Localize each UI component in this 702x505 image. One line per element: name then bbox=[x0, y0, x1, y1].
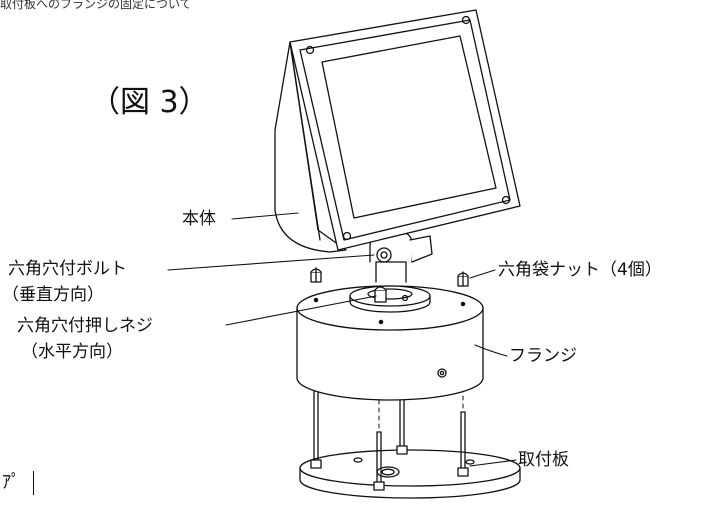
leader-mounting-plate bbox=[469, 459, 517, 467]
label-cap-nut: 六角袋ナット（4個） bbox=[498, 260, 662, 280]
header-snippet: 取付板へのフランジの固定について bbox=[0, 0, 192, 11]
label-hex-socket-set-screw-direction: （水平方向） bbox=[21, 342, 123, 362]
mounting-plate bbox=[299, 449, 521, 499]
footer-glyph: ｱﾟ bbox=[2, 472, 20, 493]
stud-right bbox=[457, 411, 469, 477]
text-cursor bbox=[33, 471, 34, 495]
cap-nut-right bbox=[457, 271, 469, 287]
flange bbox=[296, 285, 484, 401]
stud-left bbox=[310, 383, 322, 469]
label-hex-socket-bolt-direction: （垂直方向） bbox=[2, 285, 104, 305]
mounting-studs bbox=[310, 383, 469, 491]
stud-front bbox=[373, 431, 385, 491]
leader-flange bbox=[474, 344, 508, 357]
label-flange: フランジ bbox=[509, 346, 577, 366]
leader-hex-bolt bbox=[167, 254, 375, 271]
cap-nut-left bbox=[310, 267, 322, 283]
leader-cap-nut bbox=[469, 269, 496, 279]
leader-lines bbox=[167, 212, 517, 467]
leader-body bbox=[231, 212, 299, 220]
label-body: 本体 bbox=[182, 209, 216, 229]
lamp-housing bbox=[274, 9, 521, 253]
leader-set-screw bbox=[225, 295, 377, 326]
cap-nuts bbox=[310, 267, 469, 303]
figure-label: （図 3） bbox=[90, 85, 209, 120]
set-screw-head bbox=[374, 286, 387, 303]
label-hex-socket-bolt: 六角穴付ボルト bbox=[8, 259, 127, 279]
stud-rear bbox=[396, 391, 408, 455]
label-hex-socket-set-screw: 六角穴付押しネジ bbox=[17, 316, 153, 336]
label-mounting-plate: 取付板 bbox=[518, 450, 569, 470]
